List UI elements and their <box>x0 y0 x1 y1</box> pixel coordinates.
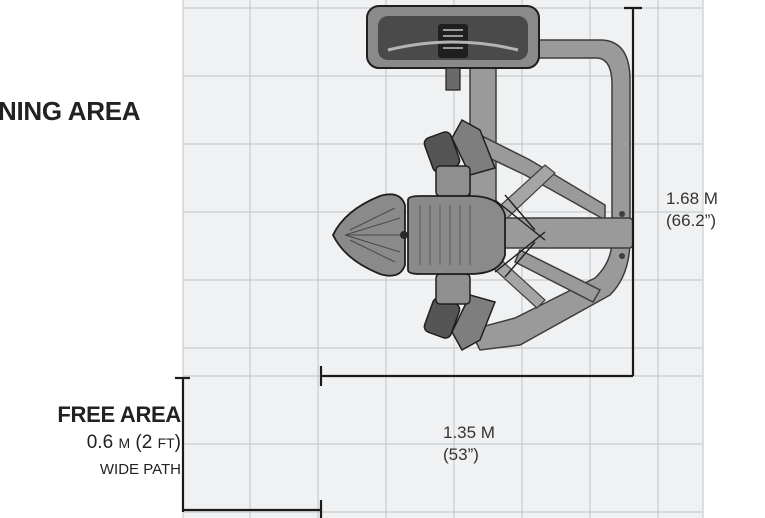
free-width-unit-m: M <box>118 435 131 451</box>
beam-bolt <box>619 211 625 217</box>
free-area-width: 0.6 M (2 FT) <box>87 433 181 452</box>
width-metric-label: 1.35 M <box>443 423 495 442</box>
machine-top-view <box>332 5 634 352</box>
main-beam <box>484 217 634 249</box>
dimension-lines <box>175 6 642 518</box>
seat <box>407 195 506 275</box>
upper-footpad <box>435 165 471 197</box>
lower-handle <box>451 294 497 352</box>
free-width-value: 0.6 <box>86 432 119 453</box>
console-trim <box>387 40 519 52</box>
free-area-grid <box>183 376 703 518</box>
height-metric-label: 1.68 M <box>666 189 718 208</box>
backrest-hub <box>400 231 408 239</box>
beam-bolt <box>619 253 625 259</box>
free-width-open: (2 <box>130 432 158 453</box>
width-imperial-label: (53”) <box>443 445 479 464</box>
seat-cushion-lines <box>419 205 471 265</box>
linkage-rods <box>494 194 546 278</box>
height-imperial-label: (66.2”) <box>666 211 717 230</box>
free-area-title: FREE AREA <box>57 402 181 427</box>
lower-footpad <box>435 273 471 305</box>
free-width-close: ) <box>174 432 181 453</box>
upper-handle <box>451 118 497 176</box>
free-width-unit-ft: FT <box>157 435 175 451</box>
free-area-path-label: WIDE PATH <box>99 461 181 478</box>
lower-strut <box>514 248 602 303</box>
training-area-title: NING AREA <box>0 96 141 126</box>
console-mount <box>445 67 461 91</box>
backrest-lines <box>344 207 402 263</box>
